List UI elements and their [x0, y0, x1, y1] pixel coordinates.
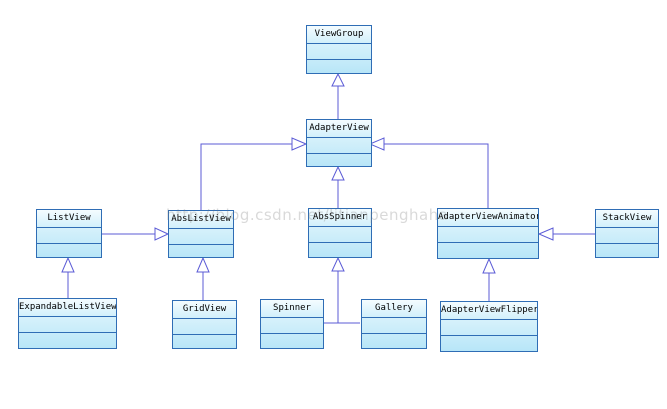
class-box-adapterviewflipper[interactable]: AdapterViewFlipper	[440, 301, 538, 352]
class-attributes	[362, 318, 426, 334]
class-methods	[441, 336, 537, 351]
class-name: AbsSpinner	[309, 209, 371, 227]
arrowhead-absspinner-bottom	[331, 256, 345, 272]
edge-adapterviewanimator-adapterview	[384, 143, 489, 208]
class-attributes	[169, 229, 233, 245]
class-attributes	[173, 319, 236, 335]
class-methods	[307, 154, 371, 169]
arrowhead-adapterviewanimator-right	[537, 227, 554, 241]
class-methods	[362, 334, 426, 349]
class-attributes	[19, 317, 116, 333]
class-name: StackView	[596, 210, 658, 228]
class-name: GridView	[173, 301, 236, 319]
arrowhead-adapterviewanimator-bottom	[482, 257, 496, 274]
class-methods	[596, 244, 658, 259]
arrowhead-adapterview-left	[291, 137, 308, 151]
class-name: Gallery	[362, 300, 426, 318]
class-name: ListView	[37, 210, 101, 228]
class-attributes	[261, 318, 323, 334]
class-methods	[173, 335, 236, 350]
class-name: AdapterViewFlipper	[441, 302, 537, 320]
class-methods	[37, 244, 101, 259]
class-methods	[19, 333, 116, 348]
class-box-spinner[interactable]: Spinner	[260, 299, 324, 349]
arrowhead-listview-bottom	[61, 256, 75, 273]
class-box-expandablelistview[interactable]: ExpandableListView	[18, 298, 117, 349]
class-name: ViewGroup	[307, 26, 371, 44]
edge-abslistview-adapterview	[200, 143, 292, 210]
class-methods	[438, 243, 538, 258]
class-attributes	[309, 227, 371, 243]
arrowhead-abslistview-left	[154, 227, 170, 241]
class-box-listview[interactable]: ListView	[36, 209, 102, 258]
class-name: Spinner	[261, 300, 323, 318]
class-attributes	[37, 228, 101, 244]
class-box-stackview[interactable]: StackView	[595, 209, 659, 258]
class-name: AdapterViewAnimator	[438, 209, 538, 227]
class-name: AdapterView	[307, 120, 371, 138]
class-box-adapterviewanimator[interactable]: AdapterViewAnimator	[437, 208, 539, 259]
class-methods	[307, 60, 371, 75]
class-box-adapterview[interactable]: AdapterView	[306, 119, 372, 167]
class-attributes	[441, 320, 537, 336]
class-methods	[169, 245, 233, 260]
class-name: ExpandableListView	[19, 299, 116, 317]
class-box-viewgroup[interactable]: ViewGroup	[306, 25, 372, 74]
watermark-text: http://blog.csdn.net/litianpenghaha	[166, 206, 449, 224]
arrowhead-abslistview-bottom	[196, 256, 210, 273]
arrowhead-adapterview-bottom	[331, 165, 345, 181]
class-attributes	[307, 44, 371, 60]
class-attributes	[596, 228, 658, 244]
arrowhead-adapterview-right	[368, 137, 385, 151]
arrowhead-viewgroup	[331, 72, 345, 87]
class-box-abslistview[interactable]: AbsListView	[168, 210, 234, 258]
class-box-absspinner[interactable]: AbsSpinner	[308, 208, 372, 258]
class-attributes	[438, 227, 538, 243]
class-name: AbsListView	[169, 211, 233, 229]
class-methods	[309, 243, 371, 258]
class-box-gallery[interactable]: Gallery	[361, 299, 427, 349]
class-attributes	[307, 138, 371, 154]
class-methods	[261, 334, 323, 349]
class-box-gridview[interactable]: GridView	[172, 300, 237, 349]
